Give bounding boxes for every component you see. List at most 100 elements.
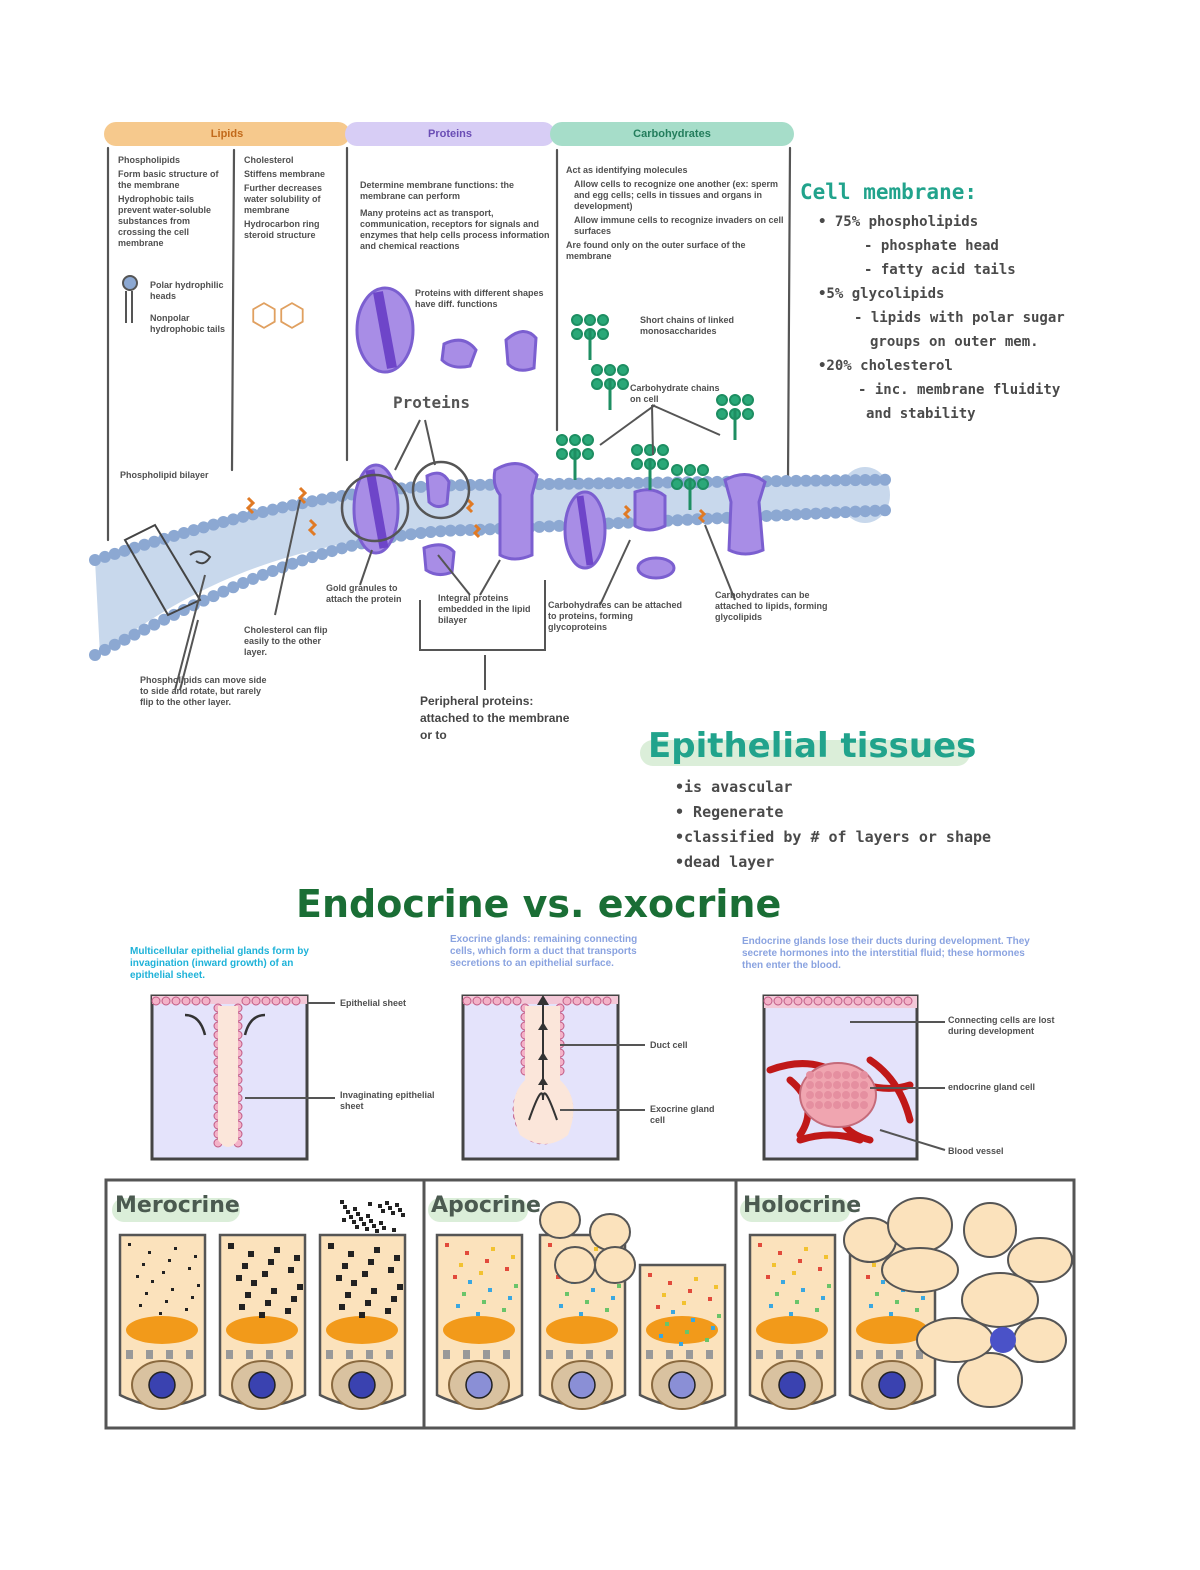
- sugar-unit: [697, 464, 709, 476]
- secretion-granule: [385, 1201, 389, 1205]
- phospholipid-head: [543, 478, 556, 491]
- secretion-granule: [346, 1210, 350, 1214]
- phospholipid-head: [247, 572, 259, 585]
- secretion-granule: [359, 1217, 363, 1221]
- phospholipid-head: [859, 505, 872, 518]
- sugar-unit: [569, 434, 581, 446]
- epithelial-title: Epithelial tissues: [648, 726, 977, 766]
- phospholipid-head: [839, 506, 852, 519]
- holocrine-fragment: [961, 1272, 1039, 1328]
- secretion-granule: [401, 1213, 405, 1217]
- phospholipid-head: [770, 475, 783, 488]
- gland-cell: [218, 1233, 307, 1410]
- phospholipid-head: [859, 474, 872, 487]
- merocrine-highlight: [112, 1198, 240, 1222]
- phospholipid-head: [434, 525, 447, 538]
- endocrine-cell: [851, 1071, 859, 1079]
- phospholipid-head: [632, 476, 645, 489]
- phospholipid-head: [414, 480, 427, 493]
- endocrine-cell: [806, 1101, 814, 1109]
- endocrine-cell: [824, 1071, 832, 1079]
- phospholipid-head: [237, 510, 250, 523]
- sugar-unit: [716, 394, 728, 406]
- epithelial-cell: [813, 996, 823, 1006]
- peripheral-proteins-label: Peripheral proteins: attached to the mem…: [420, 694, 570, 742]
- secretion-granule: [356, 1212, 360, 1216]
- endocrine-cell: [824, 1101, 832, 1109]
- invaginating-label: Invaginating epithelial sheet: [340, 1090, 435, 1111]
- carb-chains-label: Carbohydrate chains on cell: [630, 383, 720, 404]
- phospholipid-head: [98, 550, 111, 563]
- phospholipid-head: [454, 524, 467, 537]
- epithelial-item: •classified by # of layers or shape: [675, 828, 992, 846]
- epithelial-cell: [592, 996, 602, 1006]
- phospholipid-head: [800, 508, 812, 521]
- epithelial-cell: [873, 996, 883, 1006]
- endocrine-cell: [806, 1081, 814, 1089]
- phospholipid-head: [711, 475, 724, 488]
- phospholipid-head: [454, 479, 467, 492]
- sugar-unit: [571, 328, 583, 340]
- endocrine-cell: [815, 1101, 823, 1109]
- apocrine-title: Apocrine: [431, 1193, 541, 1218]
- exocrine-cell-label: Exocrine gland cell: [650, 1104, 715, 1125]
- sugar-unit: [584, 314, 596, 326]
- epithelial-item: • Regenerate: [675, 803, 784, 821]
- sugar-unit: [591, 378, 603, 390]
- phospholipid-head: [533, 520, 546, 533]
- epithelial-cell: [803, 996, 813, 1006]
- endocrine-cell: [842, 1091, 850, 1099]
- proteins-note: Determine membrane functions: the membra…: [360, 180, 550, 252]
- composition-line: - phosphate head: [864, 238, 999, 254]
- epithelial-cell: [151, 996, 161, 1006]
- phospholipid-head: [869, 473, 882, 486]
- composition-line: • 75% phospholipids: [818, 214, 979, 230]
- phospholipid-head: [108, 638, 121, 651]
- phospholipid-head: [800, 474, 812, 487]
- gland-cell: [748, 1233, 837, 1410]
- epithelial-cell: [582, 996, 592, 1006]
- phospholipid-head: [612, 477, 625, 490]
- endocrine-title: Endocrine vs. exocrine: [296, 882, 782, 926]
- carbs-item: Allow immune cells to recognize invaders…: [574, 215, 784, 236]
- phospholipid-head: [790, 474, 803, 487]
- secretion-granule: [366, 1214, 370, 1218]
- endocrine-cell: [860, 1071, 868, 1079]
- secretion-granule: [362, 1222, 366, 1226]
- secretion-granule: [388, 1206, 392, 1210]
- holocrine-fragment: [1007, 1237, 1073, 1283]
- composition-line: - lipids with polar sugar: [854, 310, 1065, 326]
- merocrine-title: Merocrine: [115, 1193, 240, 1218]
- phospholipid-head: [869, 504, 882, 517]
- phospholipid-head: [819, 474, 832, 487]
- secretion-granule: [369, 1219, 373, 1223]
- sugar-unit: [657, 444, 669, 456]
- epithelial-item: •dead layer: [675, 853, 775, 871]
- secretion-granule: [355, 1225, 359, 1229]
- phospholipid-head: [168, 529, 180, 542]
- phospholipid-head: [780, 475, 793, 488]
- sugar-unit: [582, 448, 594, 460]
- cell-membrane-list: • 75% phospholipids - phosphate head - f…: [818, 210, 1098, 426]
- phospholipid-head: [424, 526, 437, 539]
- epithelial-cell: [191, 996, 201, 1006]
- epithelial-cell: [281, 996, 291, 1006]
- phospholipid-head: [582, 477, 595, 490]
- epithelial-cell: [161, 996, 171, 1006]
- phospholipid-head: [138, 538, 151, 551]
- endocrine-cell: [851, 1081, 859, 1089]
- epithelial-cell: [241, 996, 251, 1006]
- epithelial-cell: [562, 996, 572, 1006]
- phospholipid-head: [128, 628, 141, 641]
- epithelial-cell: [893, 996, 903, 1006]
- phospholipid-head: [622, 516, 635, 529]
- endocrine-cell-label: endocrine gland cell: [948, 1082, 1036, 1092]
- gland-cell: [118, 1233, 207, 1410]
- holocrine-fragment: [963, 1202, 1017, 1258]
- holocrine-highlight: [740, 1198, 850, 1222]
- cholesterol-title: Cholesterol: [244, 155, 294, 165]
- phospholipid-head: [197, 594, 210, 607]
- epithelial-cell: [863, 996, 873, 1006]
- proteins-item: Determine membrane functions: the membra…: [360, 180, 515, 201]
- phospholipid-head: [780, 508, 793, 521]
